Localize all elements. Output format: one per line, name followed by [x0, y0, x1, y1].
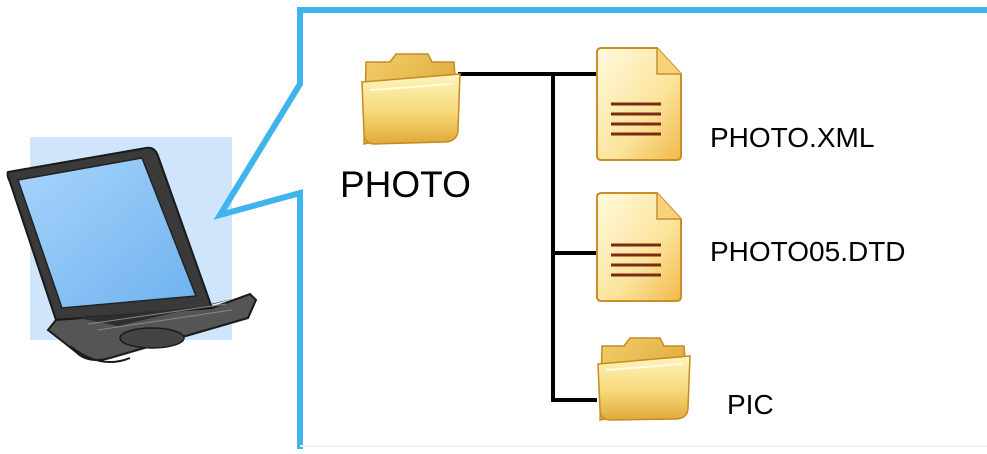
callout-border [213, 7, 987, 449]
document-icon [596, 47, 682, 161]
laptop-icon [6, 146, 258, 363]
document-icon [596, 192, 682, 302]
root-folder-label: PHOTO [340, 164, 471, 205]
folder-icon [361, 53, 461, 145]
folder-icon [597, 337, 691, 421]
folder-label-pic: PIC [727, 389, 774, 420]
tree-connectors [458, 72, 597, 402]
file-label-photo-xml: PHOTO.XML [710, 122, 875, 153]
file-label-photo05-dtd: PHOTO05.DTD [710, 236, 906, 267]
